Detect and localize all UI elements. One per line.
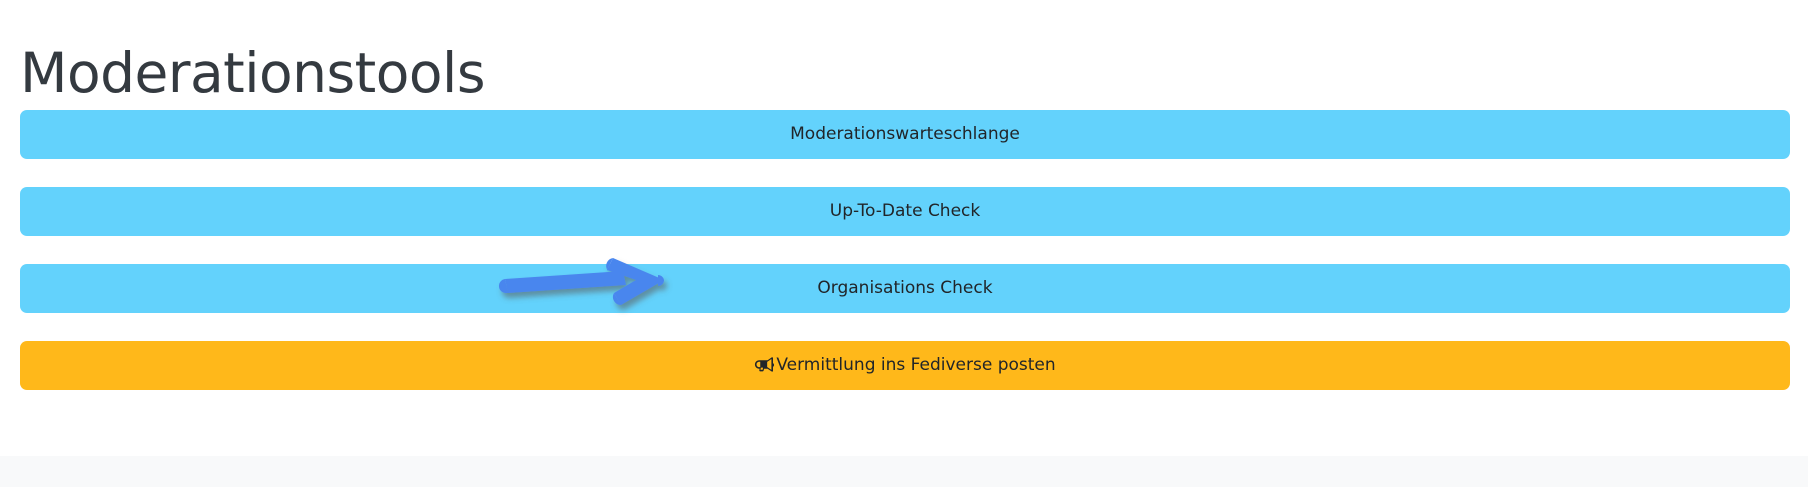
footer-strip bbox=[0, 456, 1808, 487]
moderation-queue-button-label: Moderationswarteschlange bbox=[790, 124, 1020, 144]
up-to-date-check-button-label: Up-To-Date Check bbox=[829, 201, 981, 221]
post-to-fediverse-button[interactable]: Vermittlung ins Fediverse posten bbox=[20, 341, 1790, 390]
moderation-queue-button[interactable]: Moderationswarteschlange bbox=[20, 110, 1790, 159]
up-to-date-check-button[interactable]: Up-To-Date Check bbox=[20, 187, 1790, 236]
bullhorn-icon bbox=[754, 357, 775, 374]
post-to-fediverse-button-label: Vermittlung ins Fediverse posten bbox=[776, 355, 1056, 375]
moderation-tools-button-list: Moderationswarteschlange Up-To-Date Chec… bbox=[20, 110, 1790, 390]
page-title: Moderationstools bbox=[20, 40, 485, 105]
organisations-check-button[interactable]: Organisations Check bbox=[20, 264, 1790, 313]
organisations-check-button-label: Organisations Check bbox=[817, 278, 993, 298]
